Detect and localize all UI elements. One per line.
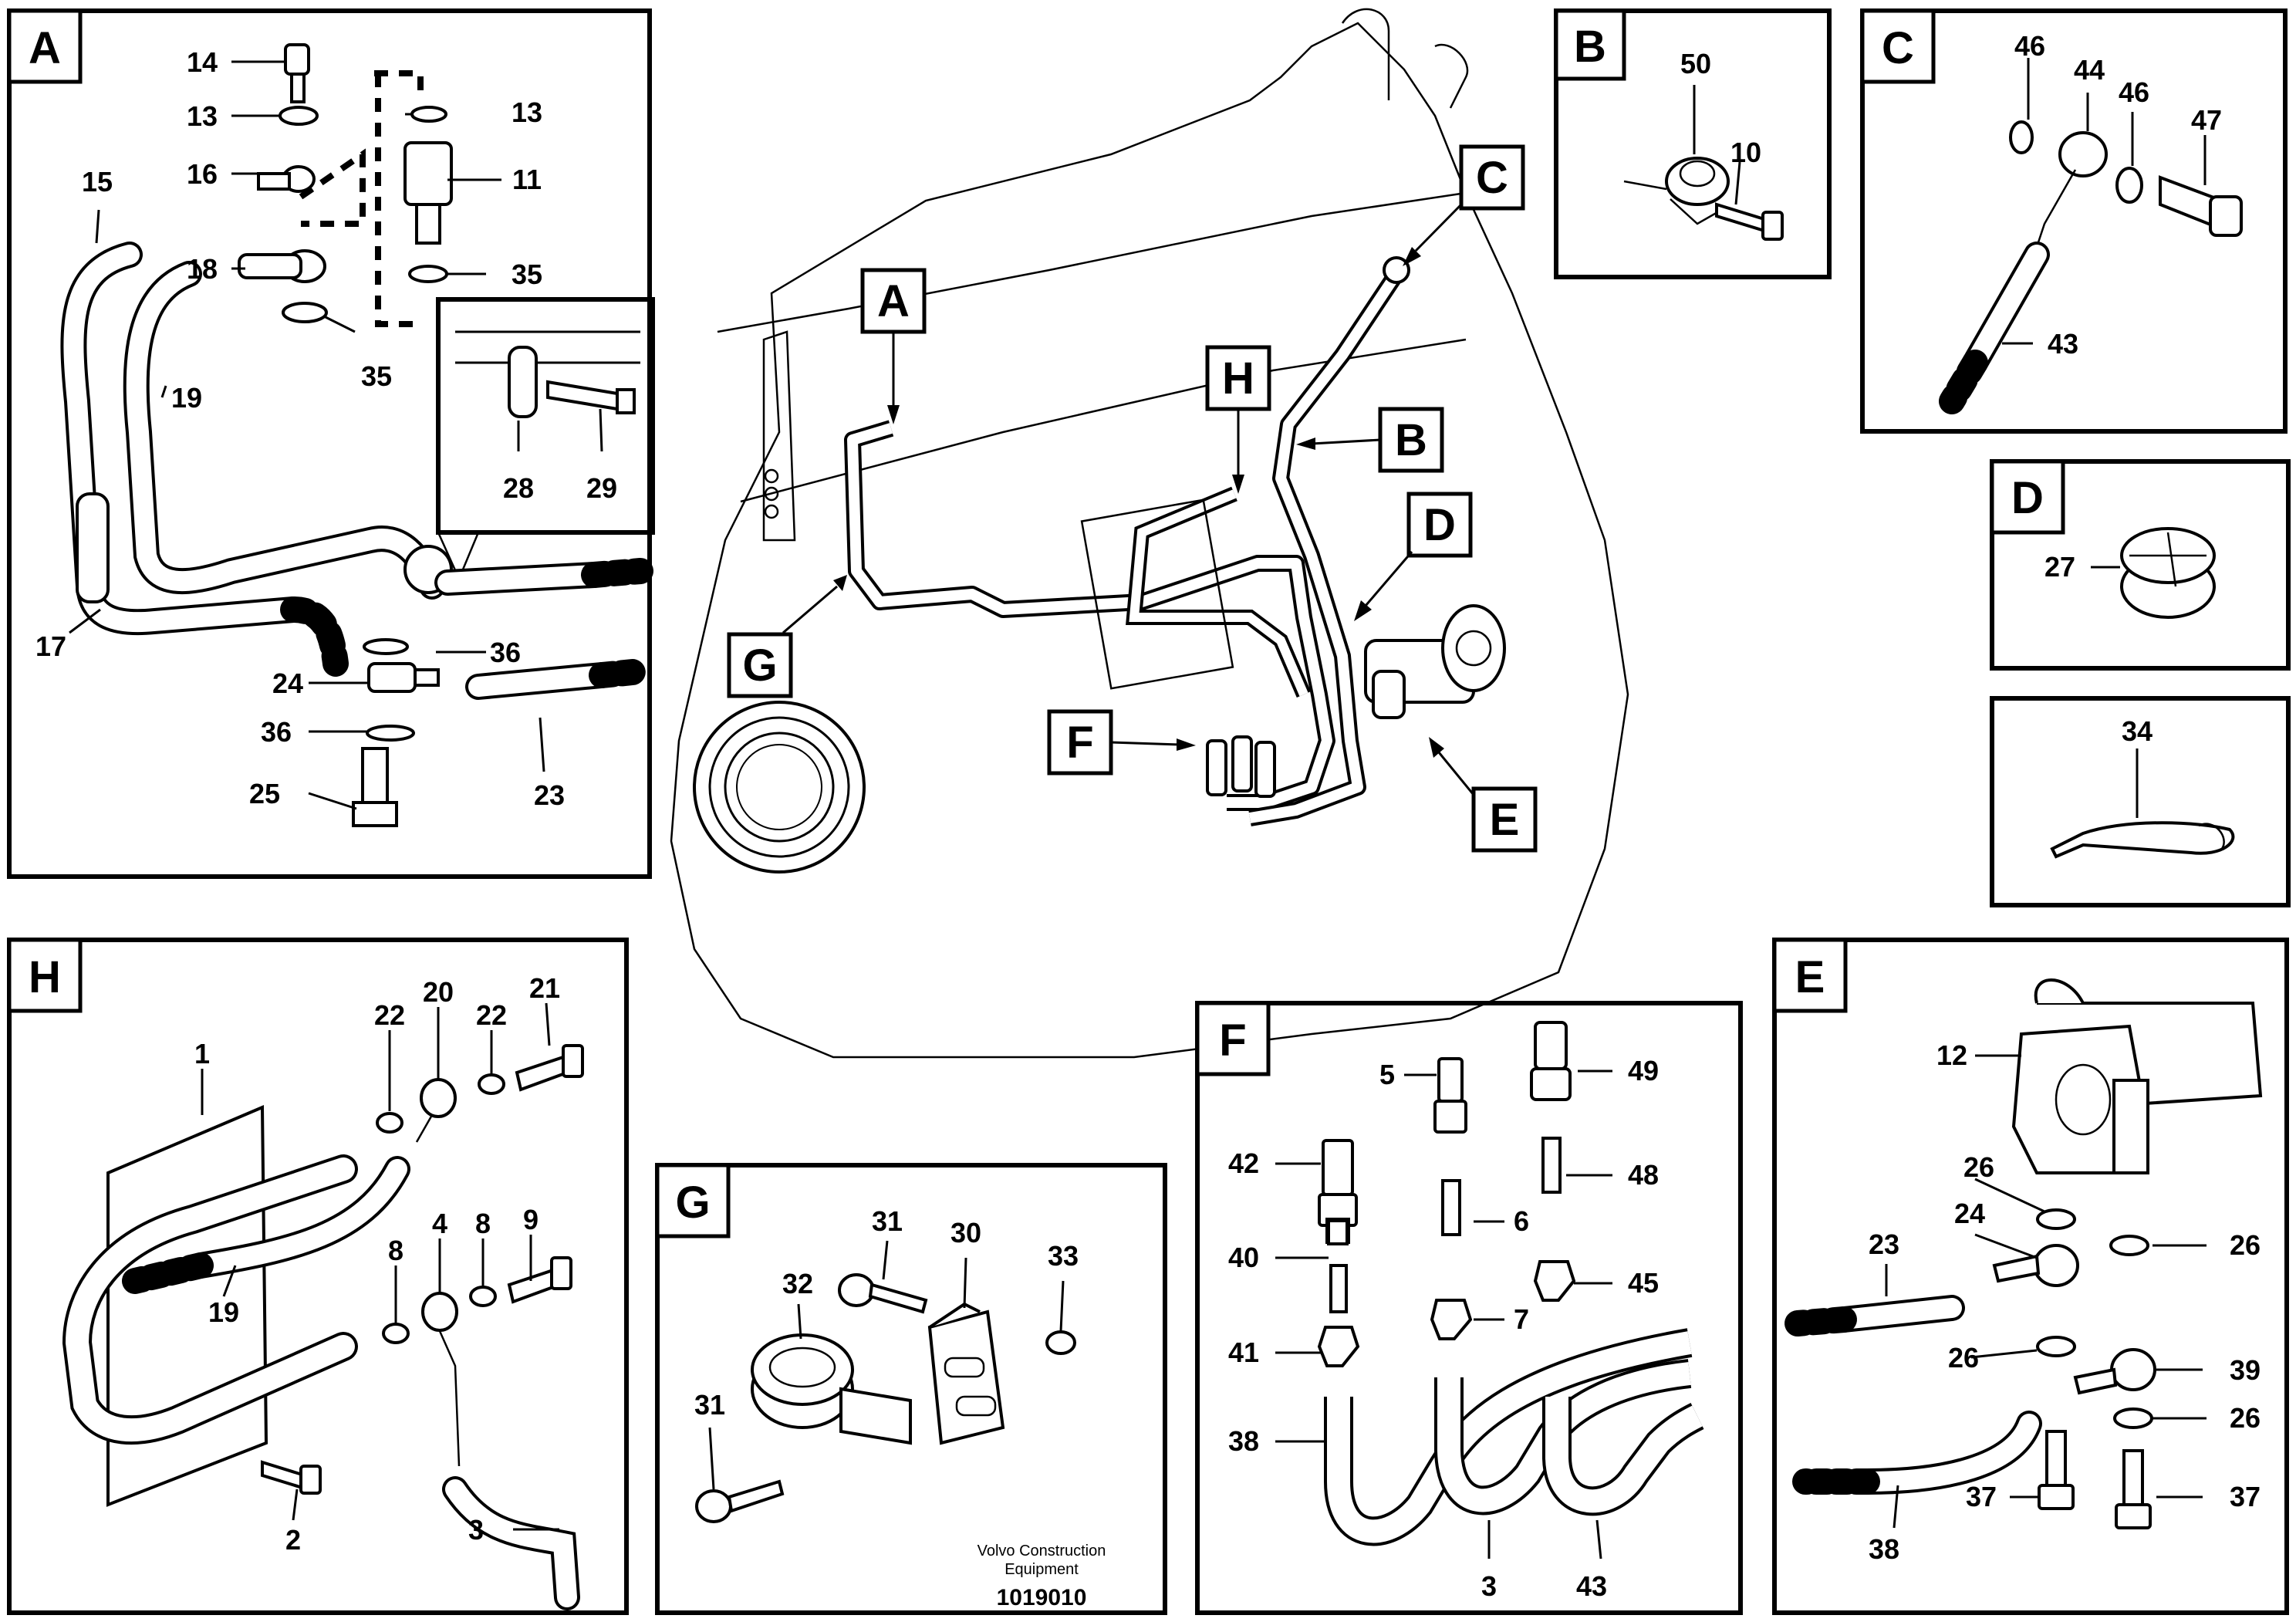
label-25: 25: [249, 778, 280, 809]
label-48: 48: [1628, 1159, 1659, 1191]
panel-f: F 5 49 42 48 6 40 7 45 41 38: [1195, 1001, 1743, 1615]
label-10: 10: [1730, 137, 1761, 168]
label-46a: 46: [2014, 30, 2045, 62]
panel-f-tag: F: [1219, 1015, 1246, 1066]
label-16: 16: [187, 158, 218, 190]
label-43-f: 43: [1576, 1570, 1607, 1602]
engine-callout-b: B: [1395, 415, 1427, 465]
panel-e: E 12 26 24 23 26 26 39: [1772, 938, 2289, 1615]
label-24: 24: [272, 667, 303, 699]
label-22b: 22: [476, 999, 507, 1031]
label-47: 47: [2191, 104, 2222, 136]
label-13b: 13: [512, 96, 542, 128]
label-8a: 8: [388, 1235, 403, 1266]
engine-callout-h: H: [1222, 353, 1254, 404]
label-41: 41: [1228, 1336, 1259, 1368]
panel-b: B 50 10: [1554, 8, 1832, 279]
engine-callout-c: C: [1476, 153, 1508, 203]
label-23-e: 23: [1869, 1228, 1899, 1260]
panel-a-tag: A: [29, 23, 61, 73]
label-21: 21: [529, 972, 560, 1004]
panel-h: H 1 22 20 22 21 9 8 4 8 1: [7, 938, 629, 1615]
panel-cable-tie: 34: [1990, 696, 2291, 907]
label-30: 30: [950, 1217, 981, 1249]
label-9: 9: [523, 1204, 539, 1235]
engine-callout-d: D: [1423, 500, 1456, 550]
label-45: 45: [1628, 1267, 1659, 1299]
engine-callout-g: G: [742, 640, 777, 691]
panel-a: A: [7, 8, 655, 879]
label-32: 32: [782, 1268, 813, 1299]
label-5: 5: [1379, 1059, 1395, 1090]
label-4: 4: [432, 1208, 447, 1239]
label-15: 15: [82, 166, 113, 198]
label-39: 39: [2230, 1354, 2261, 1386]
panel-h-tag: H: [29, 952, 61, 1002]
label-19: 19: [171, 382, 202, 414]
label-14: 14: [187, 46, 218, 78]
label-31a: 31: [872, 1205, 903, 1237]
engine-overview: A H C B D G F E: [670, 8, 1629, 1059]
panel-d: D 27: [1990, 459, 2291, 671]
engine-callout-e: E: [1490, 795, 1520, 845]
label-33: 33: [1048, 1240, 1079, 1272]
panel-b-tag: B: [1574, 22, 1606, 72]
label-50: 50: [1680, 48, 1711, 79]
label-20: 20: [423, 976, 454, 1008]
label-23: 23: [534, 779, 565, 811]
label-12: 12: [1936, 1039, 1967, 1071]
label-19-h: 19: [208, 1296, 239, 1328]
label-46b: 46: [2119, 76, 2149, 108]
panel-c-tag: C: [1882, 23, 1914, 73]
label-24-e: 24: [1954, 1198, 1985, 1229]
label-49: 49: [1628, 1055, 1659, 1086]
label-13a: 13: [187, 100, 218, 132]
label-8b: 8: [475, 1208, 491, 1239]
label-35a: 35: [361, 360, 392, 392]
panel-g-tag: G: [675, 1178, 710, 1228]
label-7: 7: [1514, 1303, 1529, 1335]
label-29: 29: [586, 472, 617, 504]
label-40: 40: [1228, 1242, 1259, 1273]
label-36b: 36: [261, 716, 292, 748]
company-line-2: Equipment: [1004, 1561, 1079, 1578]
label-35b: 35: [512, 259, 542, 290]
panel-c: C 46 44 46 47 43: [1860, 8, 2288, 434]
company-line-1: Volvo Construction: [977, 1543, 1106, 1559]
label-26d: 26: [2230, 1402, 2261, 1434]
panel-e-tag: E: [1795, 952, 1825, 1002]
label-17: 17: [35, 630, 66, 662]
label-2: 2: [285, 1524, 301, 1556]
label-6: 6: [1514, 1205, 1529, 1237]
label-43: 43: [2048, 328, 2078, 360]
label-38-f: 38: [1228, 1425, 1259, 1457]
label-44: 44: [2074, 54, 2105, 86]
label-31b: 31: [694, 1389, 725, 1421]
label-27: 27: [2044, 551, 2075, 583]
label-37a: 37: [1966, 1481, 1997, 1512]
label-11: 11: [512, 164, 542, 195]
engine-callout-a: A: [877, 276, 910, 326]
label-28: 28: [503, 472, 534, 504]
label-3-h: 3: [468, 1514, 484, 1546]
label-42: 42: [1228, 1147, 1259, 1179]
label-1: 1: [194, 1038, 210, 1070]
panel-g: G 31 30 33 32 31 Volvo Construction Equi…: [655, 1163, 1167, 1615]
panel-d-tag: D: [2011, 473, 2044, 523]
drawing-number: 1019010: [997, 1585, 1087, 1610]
engine-callout-f: F: [1066, 718, 1093, 768]
label-26b: 26: [2230, 1229, 2261, 1261]
label-38-e: 38: [1869, 1533, 1899, 1565]
label-26a: 26: [1963, 1151, 1994, 1183]
label-3-f: 3: [1481, 1570, 1497, 1602]
label-37b: 37: [2230, 1481, 2261, 1512]
label-18: 18: [187, 253, 218, 285]
label-34: 34: [2122, 715, 2152, 747]
label-26c: 26: [1948, 1342, 1979, 1374]
label-36a: 36: [490, 637, 521, 668]
label-22a: 22: [374, 999, 405, 1031]
